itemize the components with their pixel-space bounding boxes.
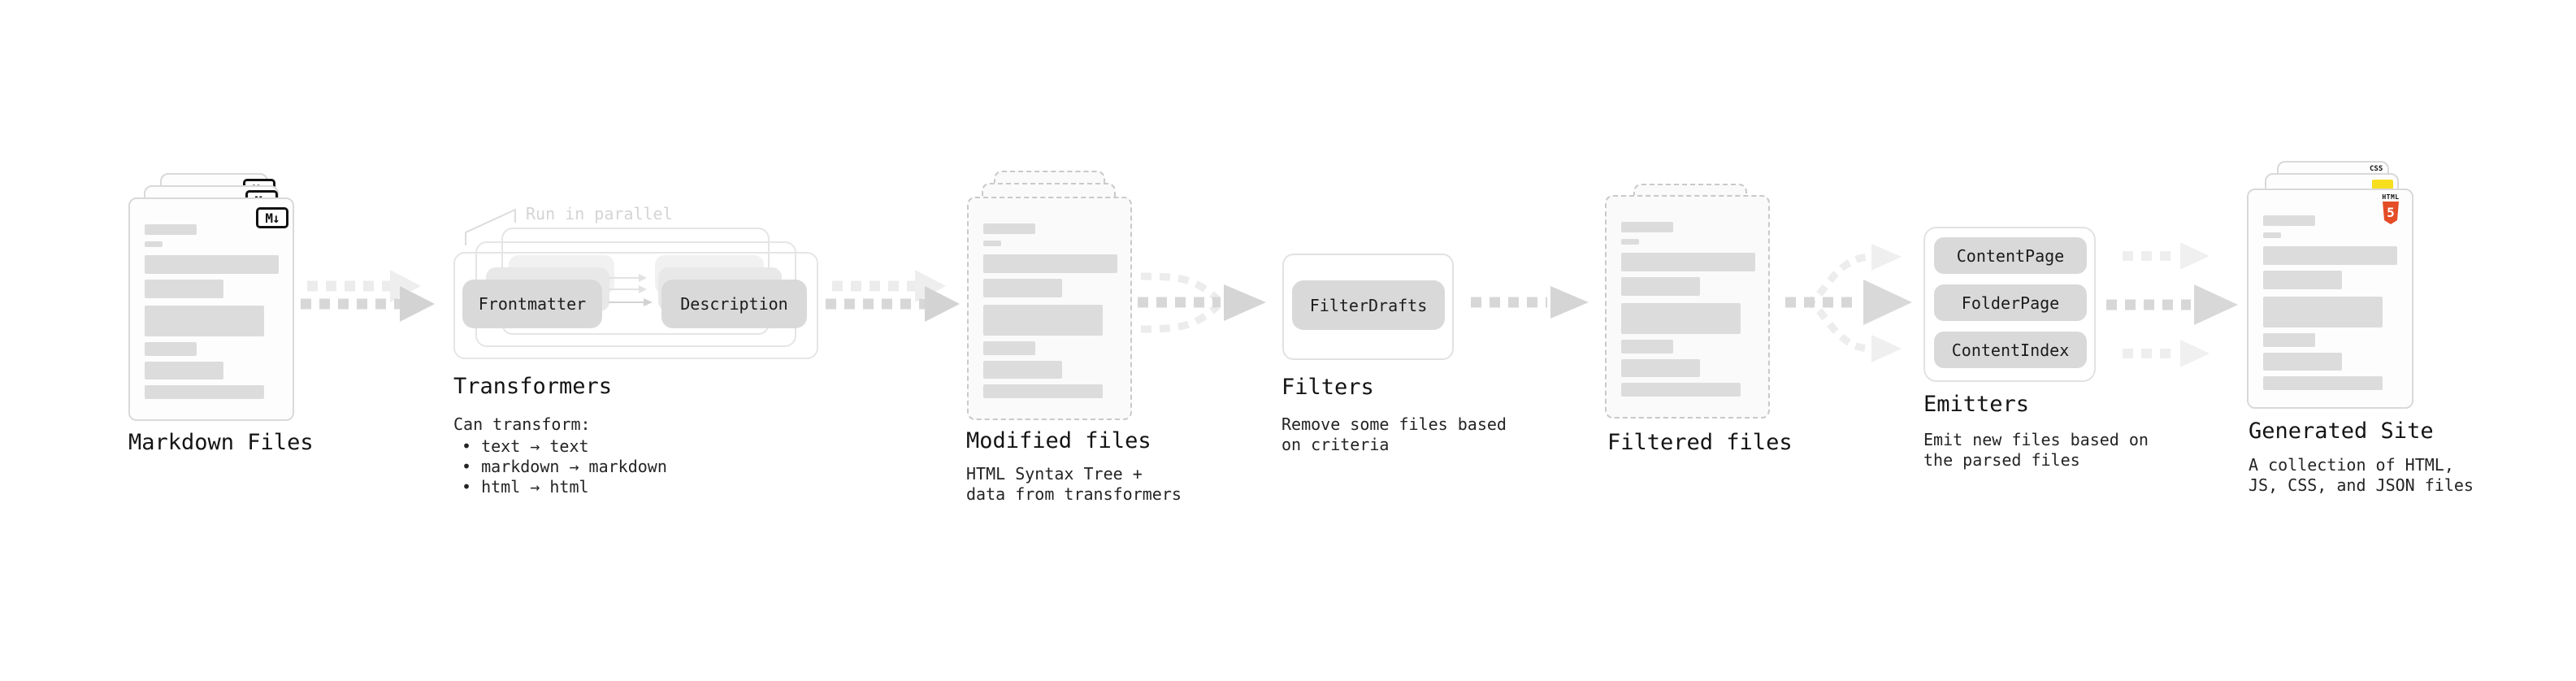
markdown-files-label: Markdown Files bbox=[128, 430, 314, 455]
emitters-title: Emitters bbox=[1923, 392, 2030, 417]
flow-arrows-emitters-to-site bbox=[2106, 242, 2238, 367]
modified-files-desc: HTML Syntax Tree + data from transformer… bbox=[966, 464, 1182, 505]
skeleton-bar bbox=[2263, 271, 2342, 289]
html5-icon: HTML 5 bbox=[2382, 193, 2400, 224]
flow-arrow-markdown-to-transformers bbox=[301, 270, 435, 322]
skeleton-bar bbox=[983, 341, 1035, 355]
skeleton-bar bbox=[1621, 303, 1741, 334]
skeleton-bar bbox=[1621, 359, 1700, 377]
skeleton-bar bbox=[1621, 222, 1673, 232]
transformers-bullets: • text → text • markdown → markdown • ht… bbox=[462, 436, 667, 497]
transformer-step-arrows bbox=[609, 274, 653, 306]
filters-desc: Remove some files based on criteria bbox=[1281, 414, 1507, 455]
filtered-files-label: Filtered files bbox=[1607, 430, 1793, 455]
modified-file-card-front bbox=[967, 197, 1132, 420]
transformer-step-frontmatter: Frontmatter bbox=[462, 280, 602, 328]
skeleton-bar bbox=[1621, 253, 1755, 271]
transformers-subtitle: Can transform: bbox=[453, 414, 591, 434]
desc-line: HTML Syntax Tree + bbox=[966, 464, 1143, 484]
skeleton-bar bbox=[2263, 232, 2281, 238]
transformer-step-description: Description bbox=[661, 280, 807, 328]
skeleton-bar bbox=[2263, 376, 2383, 390]
emitter-folder-page: FolderPage bbox=[1934, 284, 2087, 321]
skeleton-bar bbox=[983, 361, 1062, 379]
emitter-content-index: ContentIndex bbox=[1934, 332, 2087, 368]
desc-line: data from transformers bbox=[966, 484, 1182, 504]
skeleton-bar bbox=[983, 384, 1103, 398]
skeleton-bar bbox=[2263, 246, 2397, 265]
skeleton-bar bbox=[145, 306, 264, 336]
flow-arrow-fanout-to-emitters bbox=[1785, 244, 1912, 362]
markdown-file-card-front: M↓ bbox=[128, 197, 294, 421]
run-in-parallel-annotation: Run in parallel bbox=[526, 204, 673, 223]
bullet-item: • text → text bbox=[462, 436, 589, 456]
bullet-item: • markdown → markdown bbox=[462, 457, 667, 476]
skeleton-bar bbox=[1621, 277, 1700, 296]
modified-files-label: Modified files bbox=[966, 428, 1151, 453]
emitter-content-page: ContentPage bbox=[1934, 237, 2087, 274]
bullet-item: • html → html bbox=[462, 477, 589, 497]
skeleton-bar bbox=[145, 224, 197, 235]
transformers-title: Transformers bbox=[453, 374, 613, 399]
site-file-card-front: HTML 5 bbox=[2247, 189, 2413, 409]
skeleton-bar bbox=[1621, 340, 1673, 354]
skeleton-bar bbox=[1621, 239, 1639, 245]
skeleton-bar bbox=[983, 223, 1035, 234]
annotation-leader-line bbox=[465, 208, 516, 245]
skeleton-bar bbox=[145, 362, 223, 380]
desc-line: the parsed files bbox=[1923, 450, 2080, 470]
desc-line: Remove some files based bbox=[1281, 414, 1507, 434]
desc-line: JS, CSS, and JSON files bbox=[2249, 475, 2474, 495]
flow-arrow-filters-to-filtered bbox=[1471, 286, 1589, 319]
markdown-icon: M↓ bbox=[256, 207, 288, 228]
skeleton-bar bbox=[2263, 333, 2315, 347]
skeleton-bar bbox=[1621, 383, 1741, 397]
skeleton-bar bbox=[2263, 297, 2383, 327]
skeleton-bar bbox=[145, 385, 264, 399]
desc-line: on criteria bbox=[1281, 435, 1390, 454]
skeleton-bar bbox=[983, 279, 1062, 297]
filter-drafts-step: FilterDrafts bbox=[1292, 280, 1445, 330]
skeleton-bar bbox=[145, 241, 163, 247]
emitters-desc: Emit new files based on the parsed files bbox=[1923, 430, 2149, 471]
filtered-file-card-front bbox=[1605, 195, 1770, 419]
generated-site-desc: A collection of HTML, JS, CSS, and JSON … bbox=[2249, 455, 2474, 496]
desc-line: A collection of HTML, bbox=[2249, 455, 2454, 475]
skeleton-bar bbox=[145, 342, 197, 356]
transformer-run-outline-front bbox=[453, 252, 818, 359]
skeleton-bar bbox=[2263, 353, 2342, 371]
skeleton-bar bbox=[145, 255, 279, 274]
skeleton-bar bbox=[145, 280, 223, 298]
skeleton-bar bbox=[983, 241, 1001, 246]
filters-title: Filters bbox=[1281, 375, 1374, 400]
desc-line: Emit new files based on bbox=[1923, 430, 2149, 449]
skeleton-bar bbox=[983, 254, 1117, 273]
flow-arrow-merge-to-filters bbox=[1138, 272, 1266, 333]
skeleton-bar bbox=[983, 305, 1103, 336]
flow-arrow-transformers-to-modified bbox=[826, 270, 960, 322]
generated-site-label: Generated Site bbox=[2249, 419, 2434, 444]
skeleton-bar bbox=[2263, 215, 2315, 226]
